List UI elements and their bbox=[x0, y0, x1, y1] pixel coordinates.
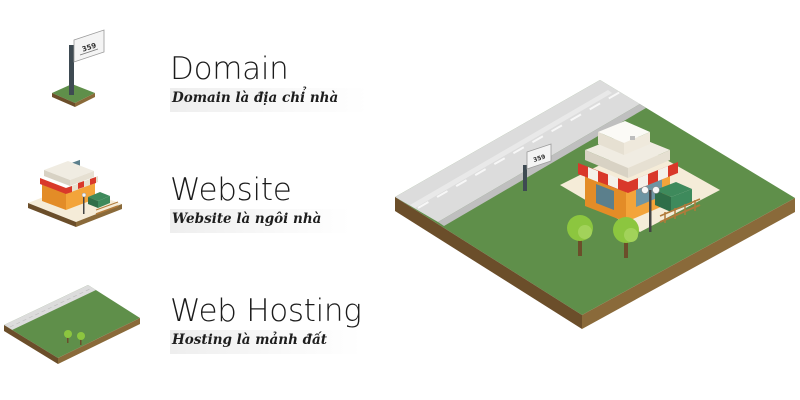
domain-title: Domain bbox=[170, 51, 289, 87]
domain-label-block: Domain Domain là địa chỉ nhà bbox=[170, 51, 369, 112]
website-icon bbox=[28, 159, 122, 227]
domain-icon: 359 bbox=[52, 29, 105, 107]
website-subtitle: Website là ngôi nhà bbox=[170, 209, 352, 233]
hosting-icon bbox=[4, 285, 140, 364]
website-title: Website bbox=[170, 172, 292, 208]
sign-number: 359 bbox=[532, 153, 546, 164]
website-label-block: Website Website là ngôi nhà bbox=[170, 172, 352, 233]
hosting-subtitle: Hosting là mảnh đất bbox=[170, 330, 362, 354]
combined-illustration: 359 bbox=[395, 80, 795, 329]
domain-subtitle: Domain là địa chỉ nhà bbox=[170, 88, 369, 112]
hosting-title: Web Hosting bbox=[170, 293, 362, 329]
hosting-label-block: Web Hosting Hosting là mảnh đất bbox=[170, 296, 362, 354]
